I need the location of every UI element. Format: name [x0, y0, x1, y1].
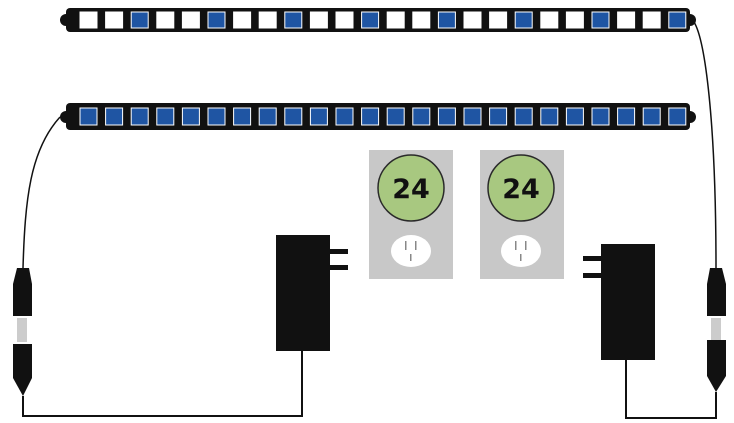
strip-top-led-12	[361, 11, 380, 29]
right-connector-top-plug	[707, 268, 726, 316]
strip-top-led-23	[642, 11, 661, 29]
strip-top-led-2	[105, 11, 124, 29]
strip-bottom-led-1	[79, 107, 98, 126]
strip-top-led-7	[233, 11, 252, 29]
adapter-left-prong-upper	[330, 249, 348, 254]
power-adapter-right	[583, 244, 655, 360]
strip-bottom-led-15	[437, 107, 456, 126]
strip-top-led-22	[617, 11, 636, 29]
strip-bottom-led-20	[565, 107, 584, 126]
strip-top-led-4	[156, 11, 175, 29]
left-barrel-connector	[13, 268, 32, 396]
strip-top-led-9	[284, 11, 303, 29]
right-barrel-connector	[707, 268, 726, 392]
adapter-right-body	[601, 244, 655, 360]
strip-bottom-led-21	[591, 107, 610, 126]
strip-bottom-led-18	[514, 107, 533, 126]
timer-left-outlet	[391, 235, 431, 267]
strip-top-led-8	[258, 11, 277, 29]
strip-bottom-led-6	[207, 107, 226, 126]
right-connector-bottom-plug	[707, 340, 726, 392]
left-connector-bottom-plug	[13, 344, 32, 396]
led-strip-top	[60, 8, 696, 32]
strip-bottom-led-11	[335, 107, 354, 126]
outlet-right-ground	[520, 254, 522, 261]
strip-top-led-1	[79, 11, 98, 29]
timer-left-dial	[377, 154, 445, 222]
power-adapter-left	[276, 235, 348, 351]
timer-right-label: 24	[502, 174, 540, 205]
strip-bottom-led-22	[617, 107, 636, 126]
strip-top-led-11	[335, 11, 354, 29]
strip-bottom-led-2	[105, 107, 124, 126]
strip-bottom-led-4	[156, 107, 175, 126]
outlet-left-slot-left	[405, 241, 407, 250]
strip-top-led-16	[463, 11, 482, 29]
strip-top-led-5	[181, 11, 200, 29]
adapter-left-prong-lower	[330, 265, 348, 270]
strip-bottom-led-13	[386, 107, 405, 126]
led-strip-bottom	[60, 103, 696, 130]
timer-right-dial	[487, 154, 555, 222]
strip-top-led-10	[309, 11, 328, 29]
strip-bottom-led-3	[130, 107, 149, 126]
strip-bottom-led-17	[489, 107, 508, 126]
wire-bottom-strip-to-left-connector	[22, 116, 61, 269]
strip-bottom-leds	[79, 107, 687, 126]
timer-right-outlet	[501, 235, 541, 267]
strip-top-led-24	[668, 11, 687, 29]
adapter-right-prong-upper	[583, 256, 601, 261]
strip-top-led-18	[514, 11, 533, 29]
adapter-right-prong-lower	[583, 273, 601, 278]
outlet-right-slot-right	[525, 241, 527, 250]
strip-bottom-led-8	[258, 107, 277, 126]
strip-bottom-led-10	[309, 107, 328, 126]
strip-bottom-led-9	[284, 107, 303, 126]
wire-right-adapter-to-connector	[625, 360, 717, 419]
right-connector-pin	[711, 318, 721, 340]
wire-top-strip-to-right-connector	[693, 21, 717, 269]
strip-top-led-3	[130, 11, 149, 29]
strip-bottom-led-16	[463, 107, 482, 126]
strip-top-led-13	[386, 11, 405, 29]
outlet-left-ground	[410, 254, 412, 261]
strip-top-leds	[79, 11, 687, 29]
strip-top-led-15	[437, 11, 456, 29]
strip-top-led-14	[412, 11, 431, 29]
strip-bottom-led-24	[668, 107, 687, 126]
left-connector-pin	[17, 318, 27, 342]
timer-left: 24	[369, 150, 453, 279]
outlet-right-slot-left	[515, 241, 517, 250]
strip-top-led-20	[565, 11, 584, 29]
outlet-right-face	[501, 235, 541, 267]
strip-bottom-led-12	[361, 107, 380, 126]
strip-bottom-led-14	[412, 107, 431, 126]
strip-bottom-led-23	[642, 107, 661, 126]
outlet-left-slot-right	[415, 241, 417, 250]
strip-top-led-19	[540, 11, 559, 29]
timer-right: 24	[480, 150, 564, 279]
strip-top-led-17	[489, 11, 508, 29]
adapter-left-body	[276, 235, 330, 351]
strip-bottom-led-19	[540, 107, 559, 126]
wire-left-adapter-to-connector	[22, 351, 303, 417]
outlet-left-face	[391, 235, 431, 267]
timer-left-label: 24	[392, 174, 430, 205]
strip-bottom-led-7	[233, 107, 252, 126]
left-connector-top-plug	[13, 268, 32, 316]
strip-bottom-led-5	[181, 107, 200, 126]
strip-top-led-21	[591, 11, 610, 29]
strip-top-led-6	[207, 11, 226, 29]
